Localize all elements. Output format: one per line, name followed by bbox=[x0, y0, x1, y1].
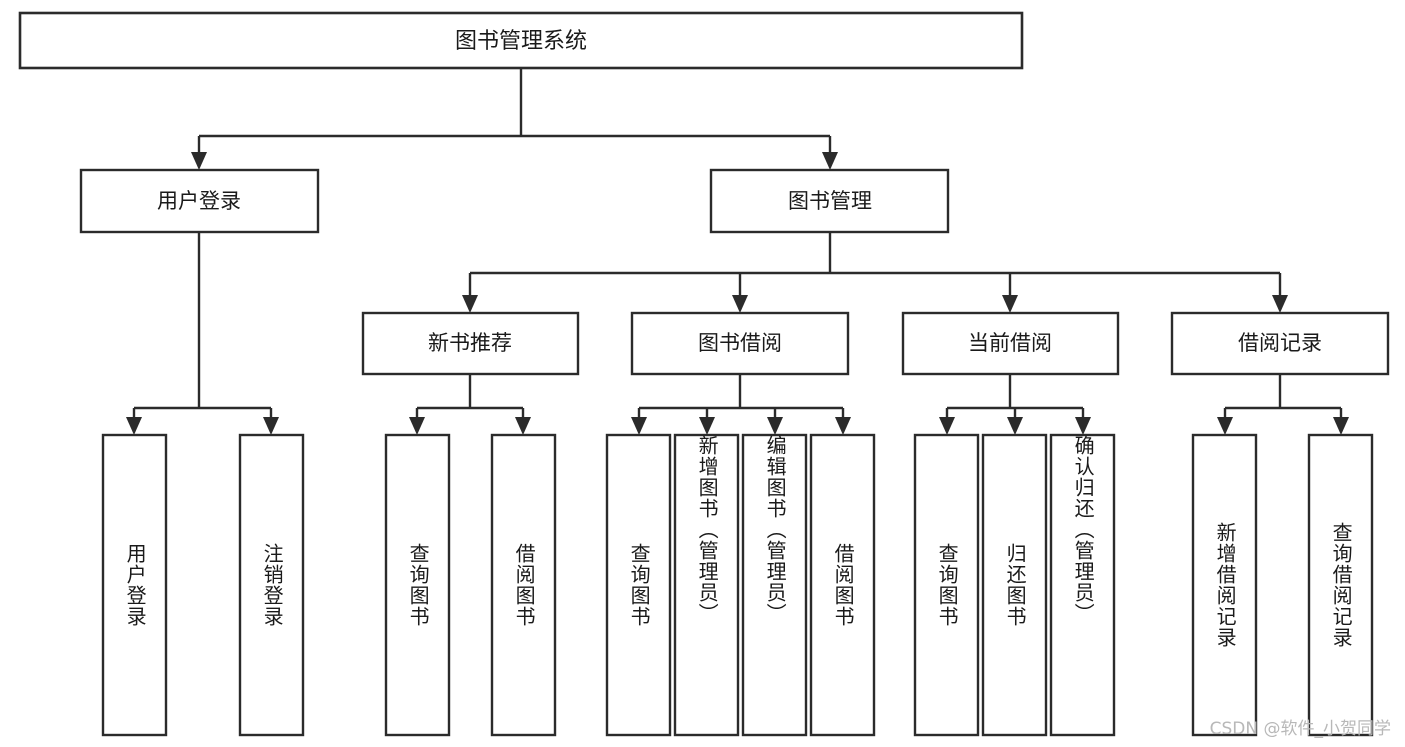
leaf-br-query-record[interactable] bbox=[1307, 433, 1374, 737]
node-current-borrow-label: 当前借阅 bbox=[968, 331, 1052, 355]
node-borrow-record-label: 借阅记录 bbox=[1238, 331, 1322, 355]
arrowhead-book-mgmt bbox=[822, 152, 838, 170]
node-user-login-label: 用户登录 bbox=[157, 189, 241, 213]
arrowhead-borrow-record bbox=[1272, 295, 1288, 313]
arrowhead-new-book bbox=[462, 295, 478, 313]
arrowhead-br-add bbox=[1217, 417, 1233, 435]
leaf-nb-borrow-book[interactable] bbox=[490, 433, 557, 737]
arrowhead-br-query bbox=[1333, 417, 1349, 435]
leaf-cb-query-book[interactable] bbox=[913, 433, 980, 737]
node-new-book-recommend-label: 新书推荐 bbox=[428, 331, 512, 355]
node-book-borrow[interactable] bbox=[630, 311, 850, 376]
leaf-bb-query-book[interactable] bbox=[605, 433, 672, 737]
arrowhead-current-borrow bbox=[1002, 295, 1018, 313]
node-root-label: 图书管理系统 bbox=[455, 29, 587, 54]
node-book-borrow-label: 图书借阅 bbox=[698, 331, 782, 355]
leaf-bb-borrow-book[interactable] bbox=[809, 433, 876, 737]
node-book-management[interactable] bbox=[709, 168, 950, 234]
leaf-logout[interactable] bbox=[238, 433, 305, 737]
arrowhead-bb-borrow bbox=[835, 417, 851, 435]
leaf-nb-query-book[interactable] bbox=[384, 433, 451, 737]
arrowhead-user-login bbox=[191, 152, 207, 170]
arrowhead-cb-query bbox=[939, 417, 955, 435]
arrowhead-nb-query bbox=[409, 417, 425, 435]
leaf-bb-add-book[interactable] bbox=[673, 433, 740, 737]
node-user-login[interactable] bbox=[79, 168, 320, 234]
node-borrow-record[interactable] bbox=[1170, 311, 1390, 376]
arrowhead-leaf-logout bbox=[263, 417, 279, 435]
connector-layer bbox=[126, 68, 1349, 435]
arrowhead-bb-add bbox=[699, 417, 715, 435]
node-new-book-recommend[interactable] bbox=[361, 311, 580, 376]
arrowhead-leaf-user-login bbox=[126, 417, 142, 435]
leaf-cb-confirm-return[interactable] bbox=[1049, 433, 1116, 737]
leaf-cb-return-book[interactable] bbox=[981, 433, 1048, 737]
arrowhead-book-borrow bbox=[732, 295, 748, 313]
node-current-borrow[interactable] bbox=[901, 311, 1120, 376]
leaf-br-add-record[interactable] bbox=[1191, 433, 1258, 737]
arrowhead-nb-borrow bbox=[515, 417, 531, 435]
node-book-management-label: 图书管理 bbox=[788, 189, 872, 213]
arrowhead-cb-return bbox=[1007, 417, 1023, 435]
arrowhead-bb-edit bbox=[767, 417, 783, 435]
leaf-user-login[interactable] bbox=[101, 433, 168, 737]
arrowhead-bb-query bbox=[631, 417, 647, 435]
node-layer: 图书管理系统 用户登录 图书管理 新书推荐 图书借阅 当前借阅 借阅记录 bbox=[18, 11, 1390, 737]
leaf-bb-edit-book[interactable] bbox=[741, 433, 808, 737]
arrowhead-cb-confirm bbox=[1075, 417, 1091, 435]
node-root[interactable] bbox=[18, 11, 1024, 70]
